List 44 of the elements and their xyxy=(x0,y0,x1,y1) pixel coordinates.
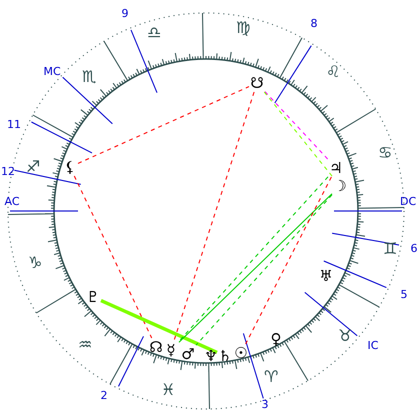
aspect-line xyxy=(245,176,332,344)
house-number: 2 xyxy=(100,388,108,404)
house-number: DC xyxy=(400,194,416,210)
house-number: 11 xyxy=(7,117,21,133)
planet-glyph: ♂ xyxy=(180,345,196,363)
house-number: 9 xyxy=(122,6,128,22)
planet-glyph: ☊ xyxy=(148,338,164,356)
aspect-line xyxy=(264,92,334,178)
zodiac-glyph: ♓ xyxy=(161,382,176,398)
planet-glyph: ♆ xyxy=(203,347,219,365)
planet-glyph: ☋ xyxy=(249,74,265,92)
planet-glyph: ♄ xyxy=(217,347,233,365)
aspect-line xyxy=(78,86,250,164)
zodiac-glyph: ♒ xyxy=(78,337,92,353)
planet-glyph: ♃ xyxy=(328,159,344,177)
aspect-line xyxy=(173,92,255,342)
house-number: 12 xyxy=(1,164,15,180)
aspect-line xyxy=(74,176,152,338)
planet-glyph: ♅ xyxy=(318,267,334,285)
house-number: 5 xyxy=(400,287,408,303)
zodiac-glyph: ♌ xyxy=(326,64,340,80)
aspect-line xyxy=(264,91,328,160)
planet-glyph: ♇ xyxy=(85,288,101,306)
zodiac-glyph: ♊ xyxy=(383,241,398,257)
house-number: 6 xyxy=(410,241,418,257)
zodiac-glyph: ♑ xyxy=(28,255,42,271)
zodiac-glyph: ♎ xyxy=(147,25,162,41)
zodiac-glyph: ♈ xyxy=(264,369,278,385)
house-number: AC xyxy=(4,194,20,210)
planet-glyph: ♀ xyxy=(268,330,284,348)
aspect-line xyxy=(100,298,218,354)
house-number: 3 xyxy=(262,397,268,413)
planet-glyph: ☿ xyxy=(163,341,179,359)
zodiac-glyph: ♍ xyxy=(236,20,250,36)
zodiac-glyph: ♐ xyxy=(26,159,40,175)
house-number: MC xyxy=(44,64,61,80)
planet-glyph: ☽ xyxy=(332,177,348,195)
zodiac-glyph: ♏ xyxy=(82,69,96,85)
planet-glyph: ☉ xyxy=(233,344,249,362)
house-number: IC xyxy=(368,338,378,354)
zodiac-glyph: ♉ xyxy=(338,328,352,344)
house-number: 8 xyxy=(310,16,318,32)
zodiac-glyph: ♋ xyxy=(378,145,392,161)
planet-glyph: ⚸ xyxy=(62,158,78,176)
